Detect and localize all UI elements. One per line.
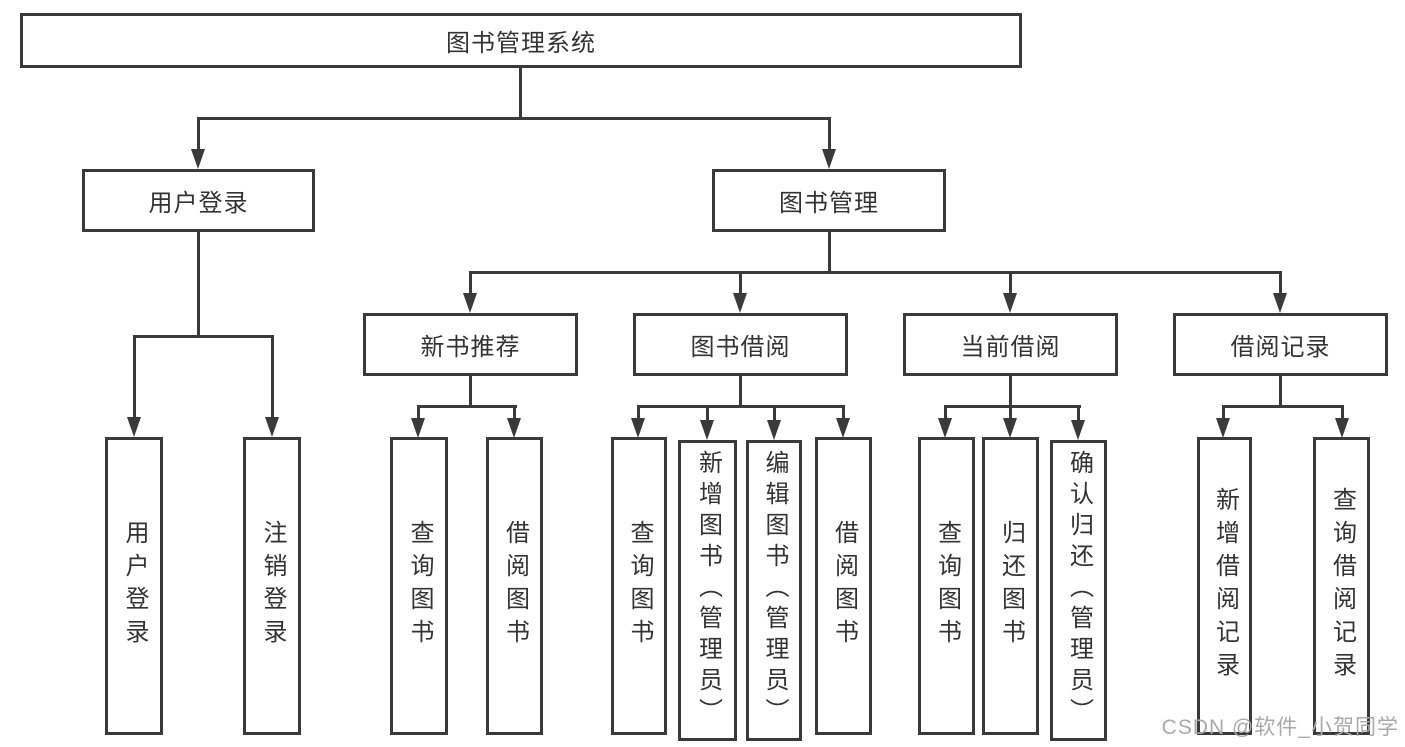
connector-line [1279,271,1282,297]
connector-line [842,405,845,421]
connector-line [1222,405,1225,421]
connector-line [1009,374,1012,408]
connector-line [197,117,200,151]
connector-line [469,271,1282,274]
node-user-login: 用户登录 [82,169,315,232]
connector-line [1341,405,1344,421]
arrow-down-icon [1071,420,1085,440]
connector-line [1077,405,1080,421]
connector-line [1222,405,1344,408]
arrow-down-icon [127,417,141,437]
arrow-down-icon [1003,418,1017,438]
connector-line [637,405,845,408]
connector-line [828,230,831,274]
connector-line [271,335,274,419]
connector-line [773,405,776,421]
connector-line [469,271,472,297]
node-label: 查询图书 [626,520,653,652]
connector-line [706,405,709,421]
leaf-confirm-return-admin: 确认归还（管理员） [1050,440,1107,741]
arrow-down-icon [463,293,477,313]
arrow-down-icon [507,418,521,438]
csdn-watermark: CSDN @软件_小贺同学 [1161,716,1399,739]
leaf-query-books: 查询图书 [390,437,448,735]
arrow-down-icon [191,149,205,169]
node-label: 注销登录 [259,520,286,652]
node-label: 借阅图书 [501,520,529,652]
connector-line [133,335,274,338]
arrow-down-icon [1216,418,1230,438]
node-label: 当前借阅 [960,334,1061,361]
arrow-down-icon [700,420,714,440]
arrow-down-icon [631,418,645,438]
node-borrow-records: 借阅记录 [1173,313,1388,376]
node-new-book-recommend: 新书推荐 [363,313,578,376]
connector-line [944,405,1081,408]
connector-line [469,374,472,408]
arrow-down-icon [836,418,850,438]
connector-line [637,405,640,421]
connector-line [1279,374,1282,408]
node-label: 图书管理 [779,190,879,217]
connector-line [513,405,516,421]
node-label: 新增图书（管理员） [694,450,722,729]
node-book-management: 图书管理 [712,169,946,232]
node-label: 用户登录 [148,190,249,217]
node-label: 用户登录 [121,520,148,652]
arrow-down-icon [1273,293,1287,313]
connector-line [519,66,522,118]
connector-line [828,117,831,151]
node-label: 查询借阅记录 [1328,487,1356,685]
node-label: 新增借阅记录 [1211,487,1239,685]
arrow-down-icon [767,420,781,440]
connector-line [944,405,947,421]
node-label: 归还图书 [997,520,1025,652]
connector-line [1009,271,1012,297]
node-label: 确认归还（管理员） [1065,450,1093,729]
connector-line [739,271,742,297]
node-label: 图书借阅 [690,334,791,361]
connector-line [739,374,742,408]
arrow-down-icon [265,417,279,437]
node-label: 编辑图书（管理员） [761,450,788,729]
connector-line [133,335,136,419]
node-root: 图书管理系统 [20,13,1022,68]
leaf-query-borrow-record: 查询借阅记录 [1313,437,1370,735]
leaf-edit-books-admin: 编辑图书（管理员） [746,440,802,741]
node-label: 图书管理系统 [446,30,596,57]
connector-line [417,405,517,408]
leaf-query-books: 查询图书 [611,437,667,735]
connector-line [197,117,831,120]
arrow-down-icon [733,293,747,313]
node-label: 新书推荐 [420,334,521,361]
leaf-add-books-admin: 新增图书（管理员） [678,440,737,741]
arrow-down-icon [411,418,425,438]
node-label: 查询图书 [406,520,433,652]
arrow-down-icon [1003,293,1017,313]
leaf-borrow-books: 借阅图书 [815,437,872,735]
leaf-borrow-books: 借阅图书 [486,437,543,735]
arrow-down-icon [1335,418,1349,438]
leaf-logout: 注销登录 [243,437,301,735]
arrow-down-icon [938,418,952,438]
leaf-user-login: 用户登录 [105,437,163,735]
node-label: 借阅图书 [830,520,858,652]
arrow-down-icon [822,149,836,169]
leaf-query-books: 查询图书 [918,437,975,735]
node-label: 借阅记录 [1230,334,1331,361]
leaf-add-borrow-record: 新增借阅记录 [1197,437,1252,735]
connector-line [197,230,200,336]
leaf-return-books: 归还图书 [982,437,1039,735]
connector-line [1009,405,1012,421]
node-current-borrow: 当前借阅 [903,313,1118,376]
connector-line [417,405,420,421]
node-book-borrow: 图书借阅 [633,313,848,376]
node-label: 查询图书 [933,520,961,652]
